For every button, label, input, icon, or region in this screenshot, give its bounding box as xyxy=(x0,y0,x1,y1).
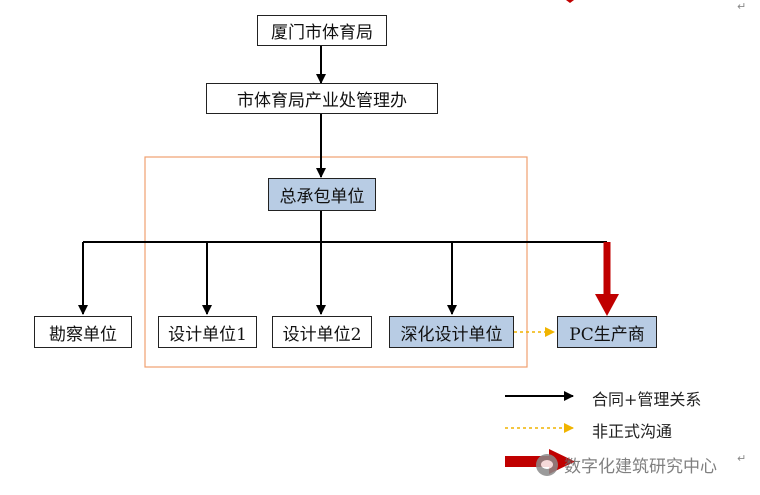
wechat-icon xyxy=(536,453,558,476)
watermark: 数字化建筑研究中心 xyxy=(536,452,717,477)
node-industry-office: 市体育局产业处管理办 xyxy=(206,83,438,114)
contractor-group-border xyxy=(144,156,528,368)
node-detailed-design-unit: 深化设计单位 xyxy=(389,316,514,348)
return-mark-icon: ↵ xyxy=(737,0,747,13)
node-design-unit-1: 设计单位1 xyxy=(158,316,257,348)
node-general-contractor: 总承包单位 xyxy=(268,178,376,211)
node-pc-manufacturer: PC生产商 xyxy=(557,316,657,348)
return-mark-icon: ↵ xyxy=(737,452,747,465)
legend-contract-management-label: 合同+管理关系 xyxy=(592,390,702,409)
node-xiamen-sports-bureau: 厦门市体育局 xyxy=(257,15,387,46)
legend-informal-communication-label: 非正式沟通 xyxy=(592,422,673,441)
legend-thick-red-shaft xyxy=(505,456,551,467)
thick-arrow-head xyxy=(595,294,619,316)
node-design-unit-2: 设计单位2 xyxy=(272,316,372,348)
watermark-text: 数字化建筑研究中心 xyxy=(564,457,717,477)
top-edge-mark xyxy=(566,0,574,3)
node-survey-unit: 勘察单位 xyxy=(34,316,132,348)
